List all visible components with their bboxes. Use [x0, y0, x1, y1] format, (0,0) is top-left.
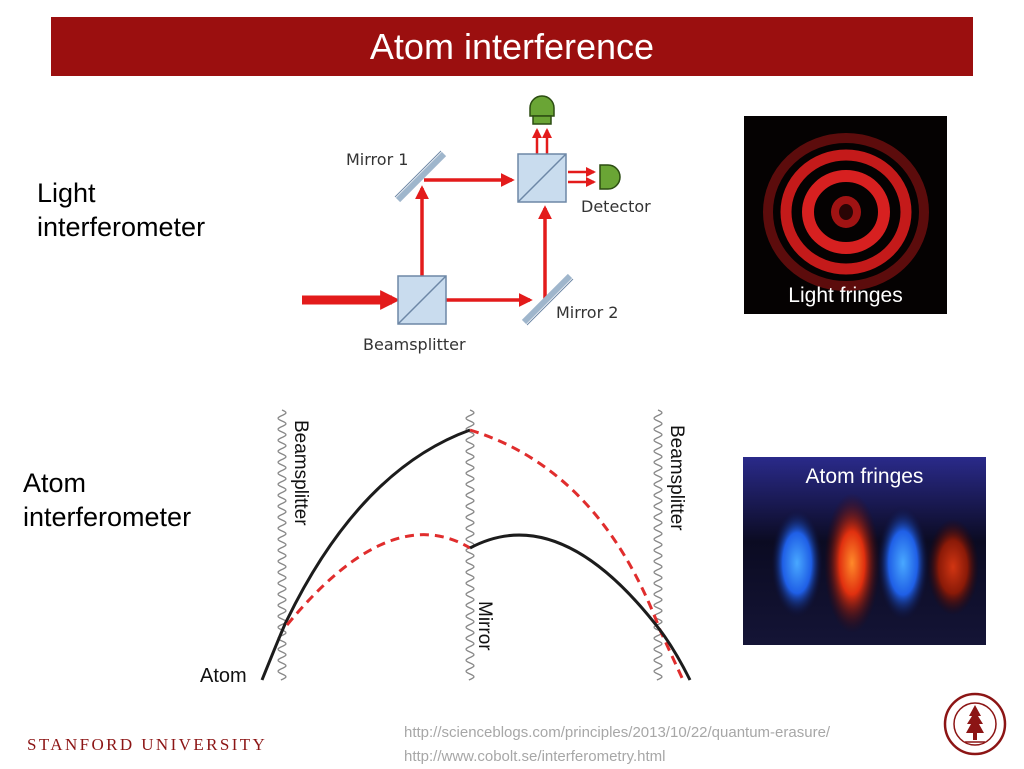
detector-right-icon: [599, 164, 621, 190]
atom-path-upper-second: [469, 428, 685, 681]
mirror-2: [521, 273, 574, 326]
atom-fringes-caption: Atom fringes: [805, 465, 924, 488]
mirror2-label: Mirror 2: [556, 303, 618, 322]
detector-label: Detector: [581, 197, 651, 216]
beamsplitter-pulse-right: [653, 409, 663, 681]
mirror-label: Mirror: [474, 601, 495, 651]
source-link-1[interactable]: http://scienceblogs.com/principles/2013/…: [404, 724, 831, 741]
light-label-line1: Light: [37, 178, 96, 208]
atom-label-line1: Atom: [23, 468, 87, 498]
slide-title: Atom interference: [369, 26, 655, 67]
atom-path-upper-first: [260, 428, 471, 681]
atom-label: Atom: [200, 665, 247, 687]
mirror1-label: Mirror 1: [346, 150, 408, 169]
atom-label-line2: interferometer: [23, 502, 192, 532]
light-label-line2: interferometer: [37, 212, 206, 242]
detector-top-icon: [529, 95, 555, 125]
stanford-seal-logo: [943, 692, 1007, 756]
beamsplitter-right-label: Beamsplitter: [666, 425, 687, 531]
atom-fringes-photo: [743, 457, 986, 645]
light-interferometer-label: Light interferometer: [37, 176, 205, 244]
light-fringes-photo: [744, 116, 947, 314]
stanford-university-wordmark: STANFORD UNIVERSITY: [27, 735, 268, 754]
source-links: http://scienceblogs.com/principles/2013/…: [404, 721, 830, 769]
light-interferometer-diagram: Mirror 1 Detector Mirror 2 Beamsplitter: [302, 95, 651, 354]
beamsplitter-cube: [397, 275, 447, 325]
atom-interferometer-label: Atom interferometer: [23, 466, 191, 534]
atom-fringes-caption-box: Atom fringes: [743, 457, 986, 645]
light-fringes-caption-box: Light fringes: [744, 116, 947, 314]
title-bar: Atom interference: [51, 17, 973, 76]
atom-interferometer-diagram: Beamsplitter Beamsplitter Mirror Atom: [200, 409, 692, 687]
beamsplitter-pulse-left: [277, 409, 287, 681]
beamsplitter-label: Beamsplitter: [363, 335, 466, 354]
source-link-2[interactable]: http://www.cobolt.se/interferometry.html: [404, 748, 666, 765]
atom-path-lower-first: [285, 533, 471, 626]
atom-path-lower-second: [469, 533, 692, 681]
mirror-1: [394, 150, 447, 203]
combining-beamsplitter-cube: [517, 153, 567, 203]
beamsplitter-left-label: Beamsplitter: [290, 420, 311, 526]
light-fringes-caption: Light fringes: [788, 284, 903, 307]
